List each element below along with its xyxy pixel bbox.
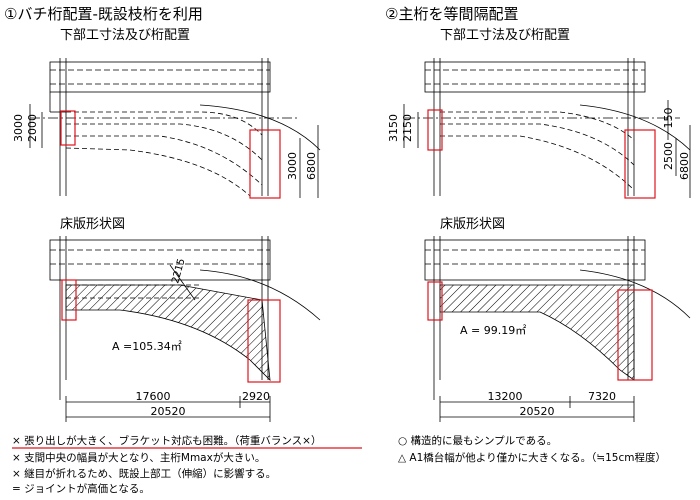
left-note-4: = ジョイントが高価となる。 [12, 483, 150, 495]
left-area: A =105.34㎡ [112, 340, 182, 353]
right-dim-a: 3150 [387, 114, 400, 142]
left-span-total: 20520 [151, 405, 186, 418]
right-dim-b: 2150 [401, 114, 414, 142]
left-note-2: × 支間中央の幅員が大となり、主桁Mmaxが大きい。 [12, 452, 266, 464]
right-note-2: △ A1橋台幅が他より僅かに大きくなる。（≒15cm程度） [398, 452, 666, 464]
right-area: A = 99.19㎡ [460, 324, 526, 337]
left-slab-view [49, 236, 321, 422]
right-slab-view [424, 236, 691, 422]
right-dim-c: 150 [662, 108, 675, 129]
right-title: ②主桁を等間隔配置 [385, 5, 519, 23]
right-note-1: ○ 構造的に最もシンプルである。 [398, 435, 558, 447]
left-plan-view [29, 58, 321, 199]
left-note-1: × 張り出しが大きく、ブラケット対応も困難。（荷重バランス×） [12, 435, 322, 447]
right-span-2: 7320 [588, 390, 616, 403]
left-span-1: 17600 [136, 390, 171, 403]
right-plan-view [403, 58, 691, 199]
right-dim-e: 6800 [678, 152, 691, 180]
left-dim-d: 6800 [305, 152, 318, 180]
left-title: ①バチ桁配置-既設枝桁を利用 [4, 5, 203, 23]
right-span-1: 13200 [488, 390, 523, 403]
left-dim-b: 2000 [26, 114, 39, 142]
right-subtitle-bottom: 床版形状図 [440, 217, 506, 232]
left-subtitle-top: 下部工寸法及び桁配置 [60, 28, 191, 43]
left-dim-diag: 2215 [170, 257, 187, 284]
right-span-total: 20520 [520, 405, 555, 418]
right-subtitle-top: 下部工寸法及び桁配置 [440, 28, 571, 43]
left-dim-c: 3000 [286, 152, 299, 180]
left-dim-a: 3000 [12, 114, 25, 142]
left-note-3: × 継目が折れるため、既設上部工（伸縮）に影響する。 [12, 468, 277, 480]
left-subtitle-bottom: 床版形状図 [60, 217, 126, 232]
right-dim-d: 2500 [662, 142, 675, 170]
left-span-2: 2920 [242, 390, 270, 403]
